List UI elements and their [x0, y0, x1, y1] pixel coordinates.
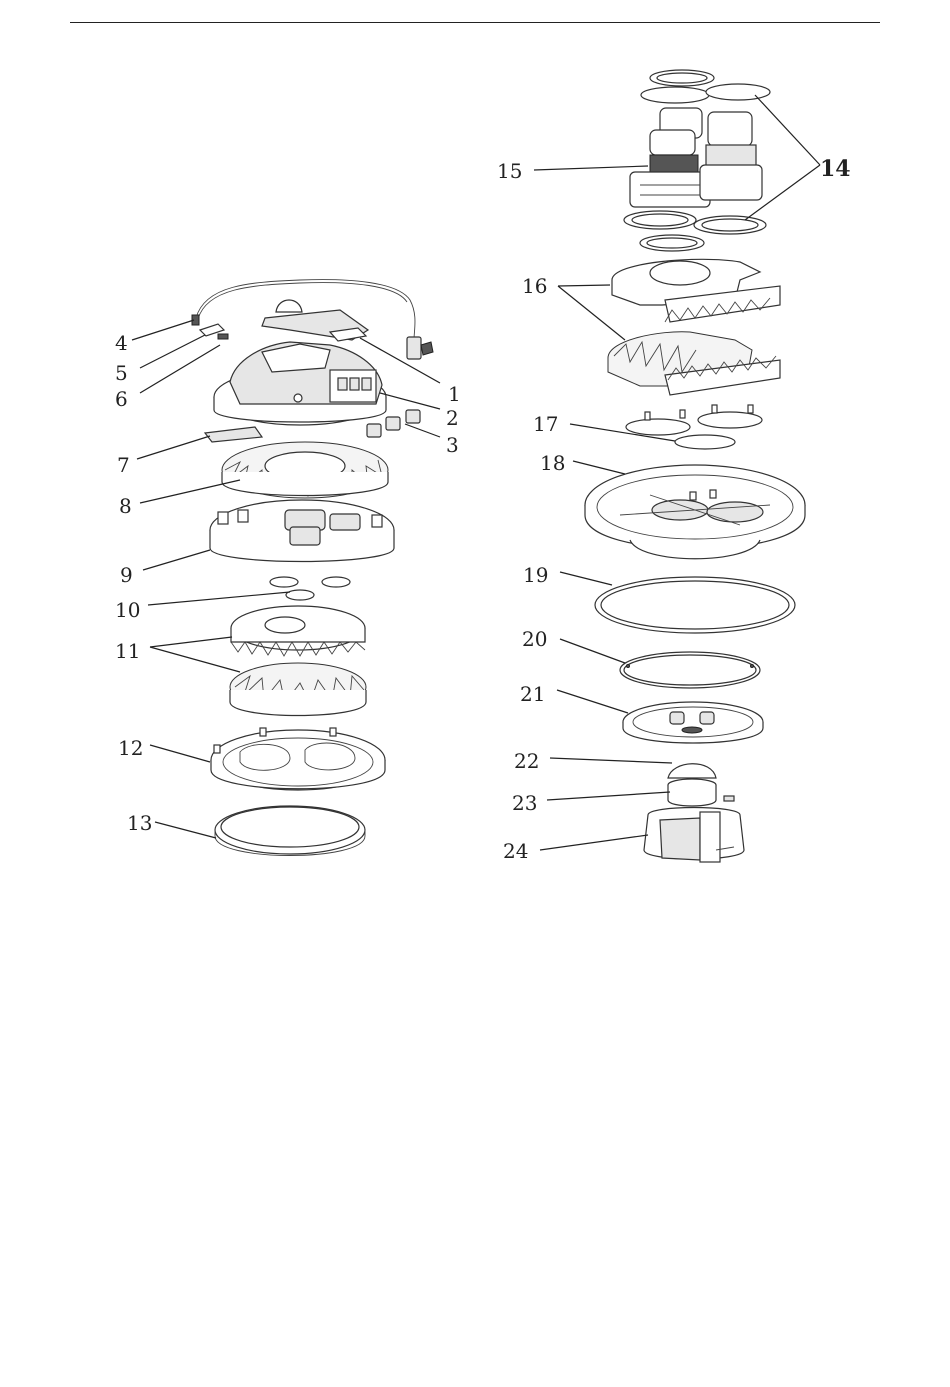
callout-13: 13 — [127, 811, 152, 835]
callout-15: 15 — [497, 159, 522, 183]
part-gasket-left — [215, 806, 365, 856]
callout-19: 19 — [523, 563, 548, 587]
callout-3: 3 — [446, 433, 459, 457]
part-fan-housings — [608, 259, 780, 395]
part-dome-cap — [668, 764, 716, 778]
callout-23: 23 — [512, 791, 537, 815]
part-top-cover — [214, 342, 386, 425]
part-base-unit — [644, 808, 744, 863]
part-impeller-upper — [222, 442, 388, 498]
part-motor-plate — [210, 500, 394, 562]
part-bottom-plate — [623, 702, 763, 743]
part-control-board — [205, 427, 262, 442]
part-o-rings-left — [270, 577, 350, 600]
callout-17: 17 — [533, 412, 558, 436]
callout-12: 12 — [118, 736, 143, 760]
callout-18: 18 — [540, 451, 565, 475]
part-handle — [262, 300, 368, 341]
callout-9: 9 — [120, 563, 133, 587]
callout-5: 5 — [115, 361, 128, 385]
callout-21: 21 — [520, 682, 545, 706]
callout-11: 11 — [115, 639, 140, 663]
callout-8: 8 — [119, 494, 132, 518]
callout-2: 2 — [446, 406, 459, 430]
part-small-connector — [200, 324, 228, 339]
callout-22: 22 — [514, 749, 539, 773]
callout-24: 24 — [503, 839, 528, 863]
callout-6: 6 — [115, 387, 128, 411]
part-motors — [630, 108, 762, 207]
callout-20: 20 — [522, 627, 547, 651]
part-large-gasket — [595, 577, 795, 633]
callout-4: 4 — [115, 331, 128, 355]
part-housing-ring — [211, 728, 385, 790]
part-main-base — [585, 465, 805, 559]
part-mounts — [626, 405, 762, 449]
callout-14: 14 — [820, 156, 851, 182]
part-fan-discs — [230, 606, 366, 716]
callout-7: 7 — [117, 453, 130, 477]
part-flat-ring — [620, 652, 760, 688]
callout-1: 1 — [448, 382, 461, 406]
callout-16: 16 — [522, 274, 547, 298]
part-cylinder — [668, 779, 734, 806]
callout-10: 10 — [115, 598, 140, 622]
